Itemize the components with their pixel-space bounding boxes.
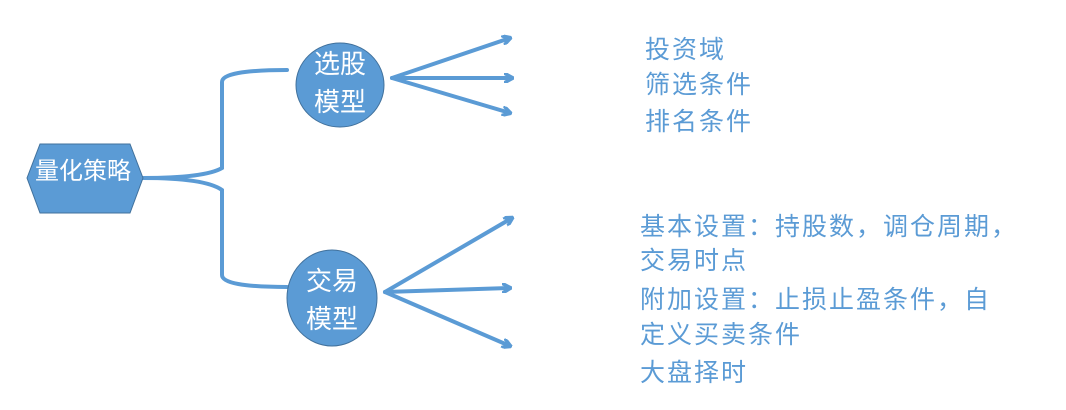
- brace-connector: [141, 68, 289, 289]
- root-hexagon: [26, 143, 144, 214]
- leaf-item: 筛选条件: [645, 70, 754, 99]
- arrow: [383, 290, 510, 346]
- leaf-item: 定义买卖条件: [640, 320, 803, 349]
- branch-label-line: 选股: [313, 50, 366, 80]
- leaf-item: 投资域: [645, 35, 727, 64]
- arrow: [383, 218, 512, 294]
- leaf-item: 排名条件: [645, 107, 754, 136]
- leaf-item: 附加设置：止损止盈条件，自: [640, 285, 992, 314]
- branch-circle: [295, 42, 385, 128]
- branch-label: 选股 模型: [296, 46, 384, 122]
- branch-circle: [286, 249, 378, 347]
- arrow: [383, 288, 510, 294]
- leaf-item: 交易时点: [640, 246, 749, 275]
- branch-label: 交易 模型: [287, 263, 377, 339]
- branch-label-line: 交易: [305, 267, 358, 297]
- arrow: [390, 76, 510, 113]
- branch-label-line: 模型: [305, 305, 358, 335]
- leaf-item: 基本设置：持股数，调仓周期，: [640, 212, 1019, 241]
- leaf-item: 大盘择时: [640, 358, 749, 387]
- branch-label-line: 模型: [313, 88, 366, 118]
- arrow: [390, 38, 510, 80]
- root-label: 量化策略: [35, 157, 131, 185]
